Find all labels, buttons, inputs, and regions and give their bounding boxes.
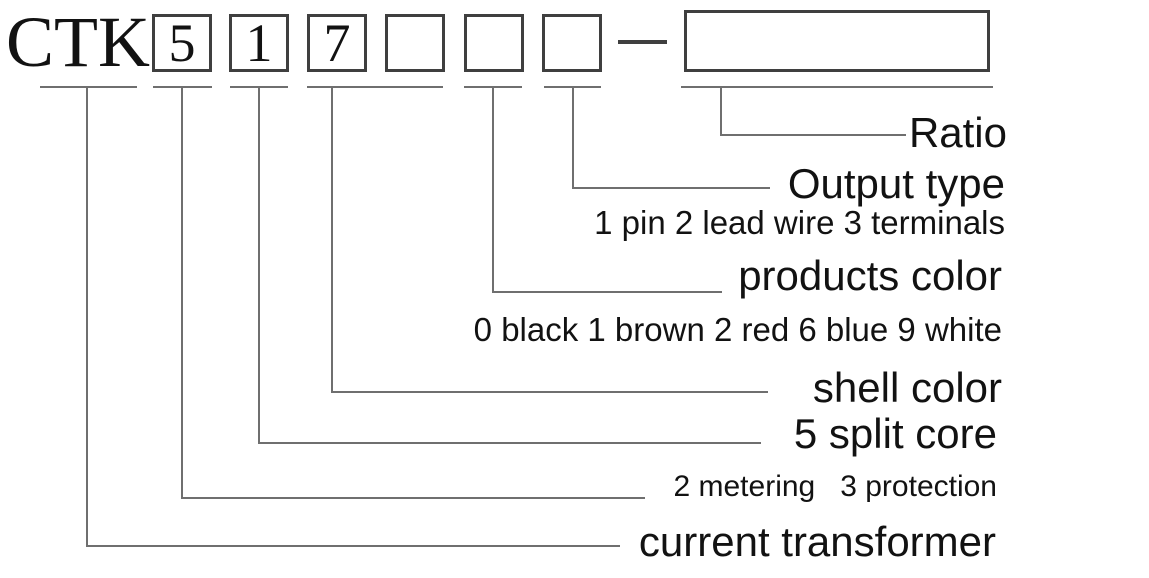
stem-current-transformer xyxy=(86,86,88,547)
lead-ratio xyxy=(720,134,906,136)
stem-ratio xyxy=(720,86,722,136)
lead-shell-color xyxy=(331,391,768,393)
code-digit-3: 7 xyxy=(323,13,351,73)
code-box-6 xyxy=(542,14,602,72)
label-split-core: 5 split core xyxy=(793,410,997,457)
lead-usage xyxy=(181,497,645,499)
lead-output-type xyxy=(572,187,770,189)
label-output-type-codes: 1 pin 2 lead wire 3 terminals xyxy=(594,204,1005,241)
code-box-2: 1 xyxy=(229,14,289,72)
tick-ratio-box xyxy=(681,86,993,88)
code-digit-2: 1 xyxy=(245,13,273,73)
label-products-color-codes: 0 black 1 brown 2 red 6 blue 9 white xyxy=(473,311,1002,348)
tick-prefix xyxy=(40,86,137,88)
dash-separator xyxy=(618,40,667,44)
label-ratio: Ratio xyxy=(908,109,1007,156)
stem-split-core xyxy=(258,86,260,444)
code-box-5 xyxy=(464,14,524,72)
label-usage-codes: 2 metering 3 protection xyxy=(673,470,997,503)
label-output-type: Output type xyxy=(787,160,1005,207)
code-box-3: 7 xyxy=(307,14,367,72)
lead-products-color xyxy=(492,291,722,293)
lead-current-transformer xyxy=(86,545,620,547)
code-box-4 xyxy=(385,14,445,72)
code-digit-1: 5 xyxy=(168,13,196,73)
label-current-transformer: current transformer xyxy=(638,518,996,565)
stem-shell-color xyxy=(331,86,333,393)
code-box-1: 5 xyxy=(152,14,212,72)
ratio-box xyxy=(684,10,990,72)
lead-split-core xyxy=(258,442,761,444)
stem-products-color xyxy=(492,86,494,293)
label-shell-color: shell color xyxy=(812,364,1002,411)
brand-prefix: CTK xyxy=(6,2,150,82)
stem-output-type xyxy=(572,86,574,189)
stem-usage xyxy=(181,86,183,499)
tick-box-3-4 xyxy=(307,86,443,88)
label-products-color: products color xyxy=(738,252,1002,299)
